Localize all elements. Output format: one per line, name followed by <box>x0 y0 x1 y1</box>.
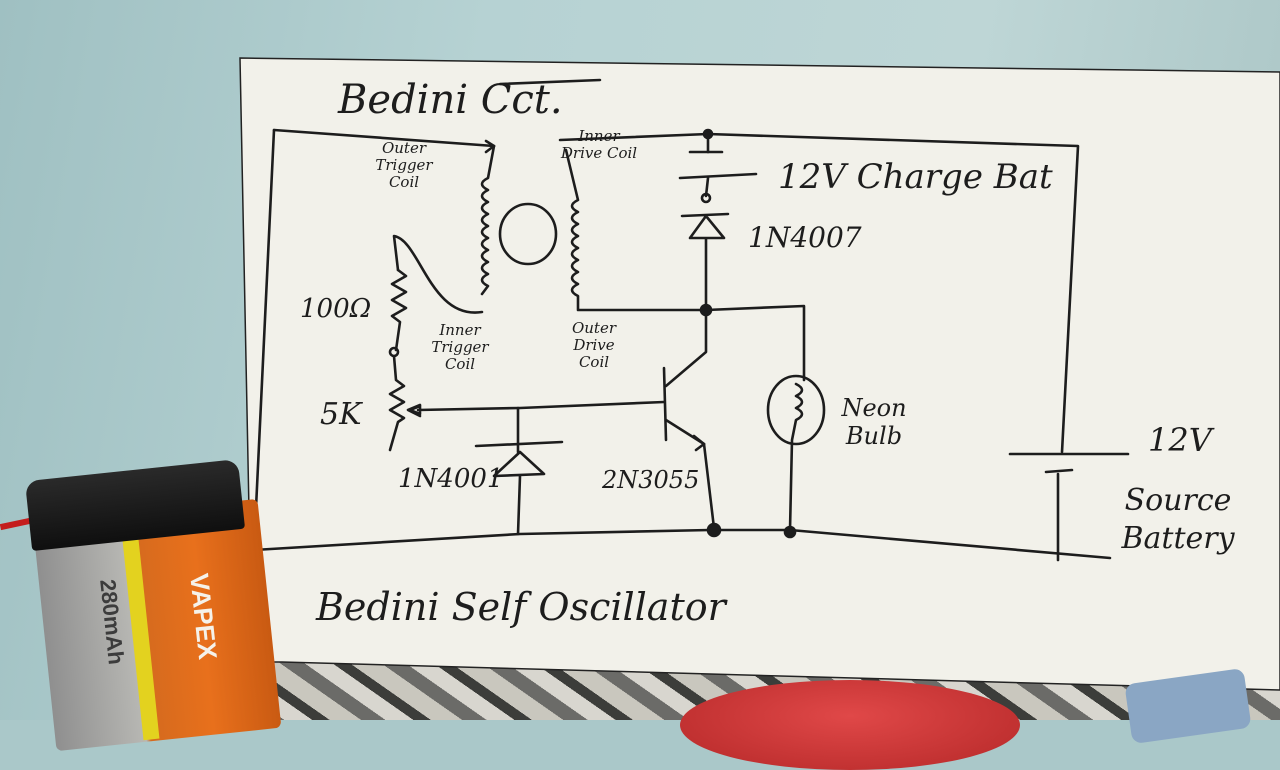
transistor-base-bar <box>662 366 668 442</box>
red-lid <box>680 680 1020 770</box>
outer-trigger-coil <box>480 144 496 296</box>
neon-bulb <box>766 374 826 446</box>
label-transistor: 2N3055 <box>602 466 700 494</box>
transistor-collector <box>664 308 708 388</box>
diagram-caption: Bedini Self Oscillator <box>316 585 726 629</box>
label-resistor-100: 100Ω <box>300 294 372 324</box>
label-neon-bulb: Neon Bulb <box>841 394 907 450</box>
junction-top <box>702 128 714 140</box>
wire-bottom <box>252 528 1112 560</box>
wire-left <box>252 128 276 552</box>
diagram-title: Bedini Cct. <box>338 77 563 123</box>
diode-1n4001 <box>474 406 564 536</box>
wire-top-right <box>558 132 1080 454</box>
label-pot-5k: 5K <box>320 397 362 432</box>
pot-wiper <box>408 400 666 416</box>
junction-cb <box>700 192 712 204</box>
charge-bat-plate-2 <box>678 172 758 180</box>
resistor-100 <box>390 268 408 352</box>
title-stroke <box>498 78 602 86</box>
label-charge-battery: 12V Charge Bat <box>778 157 1053 197</box>
label-diode-1n4007: 1N4007 <box>748 221 862 254</box>
transistor-emitter-wire <box>702 442 716 530</box>
label-source-voltage: 12V <box>1148 421 1212 459</box>
junction-emitter <box>706 522 722 538</box>
label-diode-1n4001: 1N4001 <box>398 464 504 494</box>
circuit-drawing <box>252 78 1130 562</box>
diode-1n4007 <box>680 212 730 308</box>
wire-top-left <box>272 128 496 148</box>
label-inner-trigger-coil: Inner Trigger Coil <box>431 321 489 373</box>
label-inner-drive-coil: Inner Drive Coil <box>560 127 638 162</box>
label-outer-trigger-coil: Outer Trigger Coil <box>375 139 433 191</box>
rotor <box>498 202 558 266</box>
neon-filament <box>788 382 804 532</box>
pot-arrow <box>406 403 422 418</box>
label-outer-drive-coil: Outer Drive Coil <box>571 319 617 371</box>
inner-trigger-wire <box>392 234 484 314</box>
charge-bat-wire <box>704 132 710 198</box>
pot-5k <box>388 354 406 452</box>
neon-wire <box>704 304 806 382</box>
transistor-emitter-arrow <box>692 434 706 452</box>
source-bat-plate-short <box>1044 468 1074 474</box>
inner-drive-coil <box>564 148 708 312</box>
label-source-battery: Source Battery <box>1121 483 1235 556</box>
junction-neon <box>783 525 797 539</box>
